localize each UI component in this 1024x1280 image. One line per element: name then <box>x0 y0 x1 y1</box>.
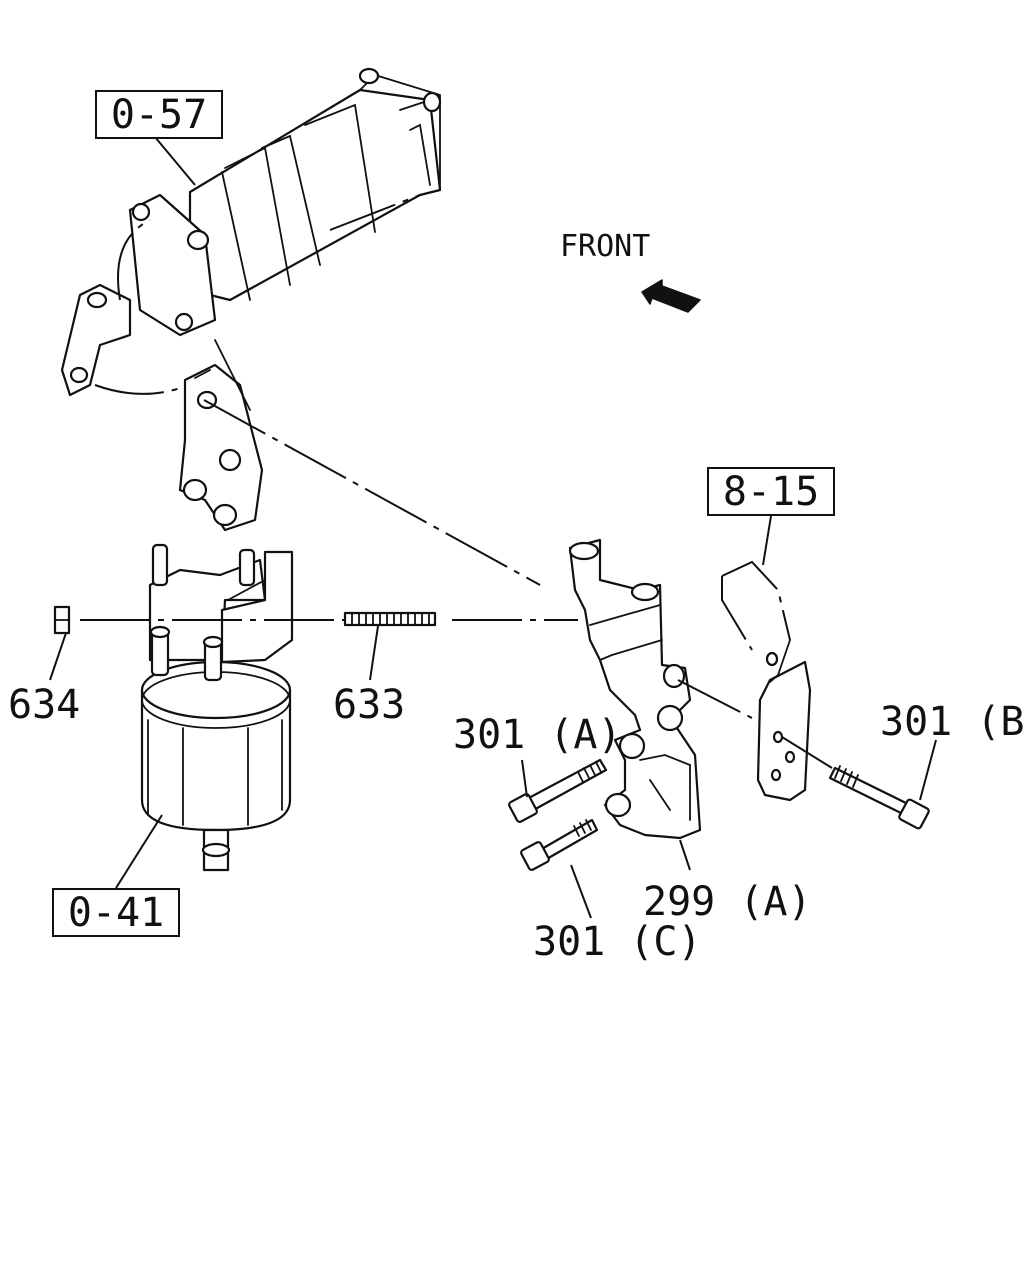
bolt-301c <box>520 818 599 871</box>
center-lines <box>80 399 833 769</box>
callout-301a: 301 (A) <box>453 712 622 758</box>
ref-box-0-57[interactable]: 0-57 <box>95 90 223 139</box>
bolt-301a <box>508 758 608 823</box>
callout-301b: 301 (B) <box>880 699 1024 745</box>
callout-301c: 301 (C) <box>533 919 702 965</box>
bolt-301b <box>828 765 930 830</box>
part-299a-bracket <box>568 538 702 840</box>
leader-lines <box>49 136 937 919</box>
ref-label-0-41: 0-41 <box>68 890 164 936</box>
fuel-filter-assembly <box>140 543 294 872</box>
ref-box-0-41[interactable]: 0-41 <box>52 888 180 937</box>
callout-633: 633 <box>333 682 405 728</box>
callout-299a: 299 (A) <box>643 879 812 925</box>
front-arrow-icon <box>641 279 701 313</box>
intake-manifold-assembly <box>60 67 442 532</box>
part-634-nut <box>53 605 71 635</box>
front-label: FRONT <box>560 229 650 264</box>
part-8-15-bracket <box>721 560 812 802</box>
ref-label-0-57: 0-57 <box>111 92 207 138</box>
part-633-spacer <box>343 611 437 627</box>
ref-box-8-15[interactable]: 8-15 <box>707 467 835 516</box>
callout-634: 634 <box>8 682 80 728</box>
ref-label-8-15: 8-15 <box>723 469 819 515</box>
